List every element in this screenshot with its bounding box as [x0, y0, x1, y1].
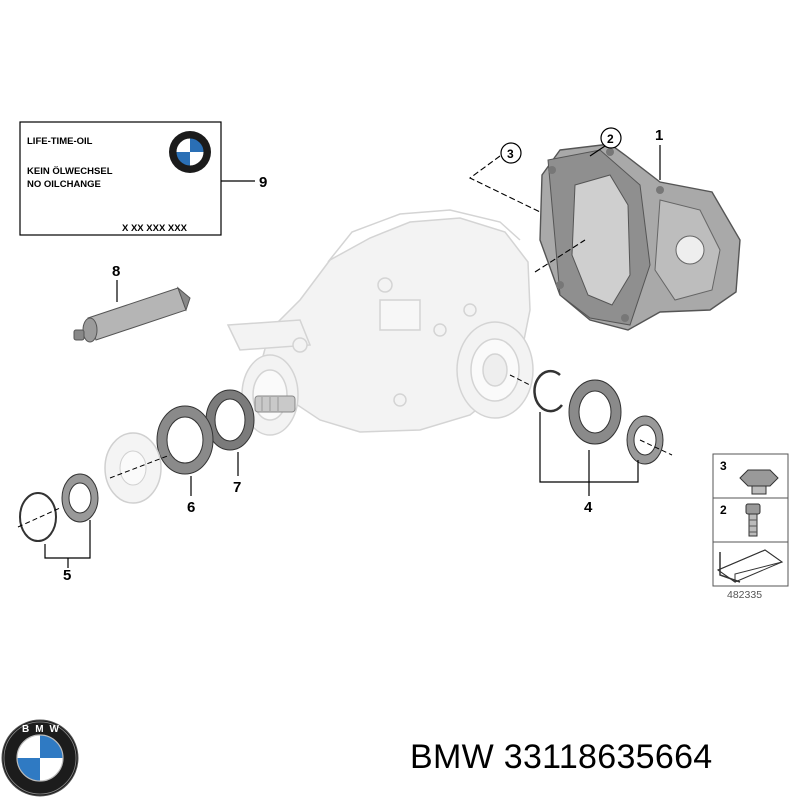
- sign-bmw-logo-icon: [169, 131, 211, 173]
- bearing-seal-5: [19, 473, 99, 542]
- callout-5: 5: [63, 567, 71, 584]
- bolt-icon: [745, 503, 761, 537]
- sign-line-3: NO OILCHANGE: [27, 179, 101, 190]
- flange-ghost: [104, 432, 162, 504]
- bearing-seal-4a: [568, 379, 622, 445]
- parts-legend: 3 2: [712, 453, 789, 587]
- bmw-logo-icon: BMW: [1, 719, 79, 797]
- sign-code: X XX XXX XXX: [122, 223, 188, 234]
- logo-letters: BMW: [22, 724, 65, 735]
- housing-cover: [539, 143, 741, 331]
- lifetime-oil-sign: LIFE-TIME-OIL KEIN ÖLWECHSEL NO OILCHANG…: [19, 121, 222, 236]
- differential-housing-ghost: [226, 209, 534, 436]
- callout-6: 6: [187, 499, 195, 516]
- drive-shaft-stub: [254, 395, 296, 413]
- screw-plug-icon: [739, 469, 779, 495]
- callout-3: 3: [507, 147, 514, 161]
- callout-4: 4: [584, 499, 593, 516]
- sign-line-2: KEIN ÖLWECHSEL: [27, 166, 113, 177]
- shaft-seal-6: [156, 405, 214, 475]
- shaft-seal-7: [205, 389, 255, 451]
- diagram-id: 482335: [727, 589, 762, 601]
- part-number-caption: BMW 33118635664: [410, 738, 713, 776]
- callout-9: 9: [259, 174, 267, 191]
- legend-label-3: 3: [720, 459, 727, 473]
- callout-8: 8: [112, 263, 120, 280]
- callout-7: 7: [233, 479, 241, 496]
- bearing-seal-4b: [626, 415, 664, 465]
- sealant-tube: [73, 286, 191, 343]
- legend-label-2: 2: [720, 503, 727, 517]
- callout-2-circle: 2: [600, 127, 622, 149]
- circlip-ring: [533, 369, 563, 413]
- arrow-symbol-icon: [716, 549, 784, 583]
- callout-2: 2: [607, 132, 614, 146]
- callout-1: 1: [655, 127, 663, 144]
- callout-3-circle: 3: [500, 142, 522, 164]
- sign-line-1: LIFE-TIME-OIL: [27, 136, 93, 147]
